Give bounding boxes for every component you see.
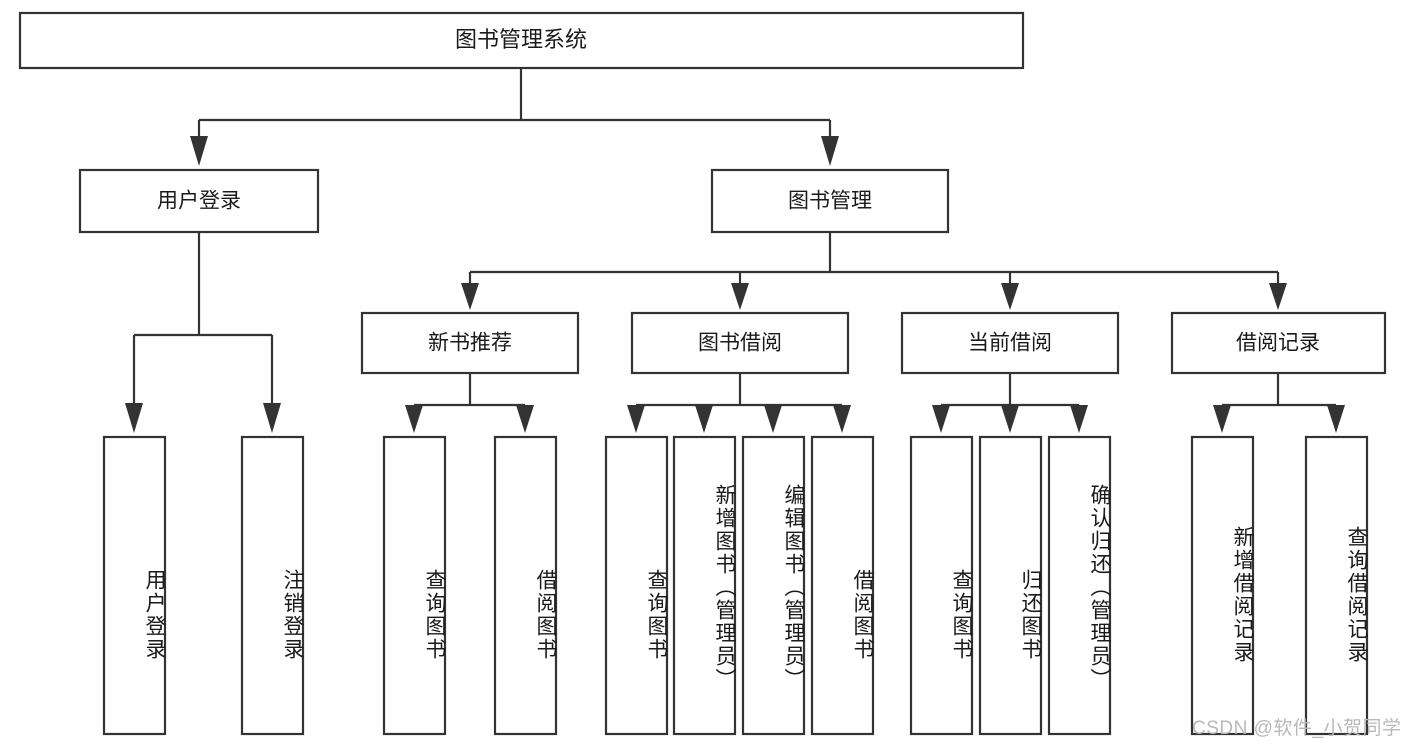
arrow-leaf-query-book-3	[932, 405, 950, 433]
edges-new-book-recommend-to-leaves	[405, 373, 534, 433]
leaf-query-book-3-box[interactable]	[909, 435, 974, 736]
node-book-manage-label: 图书管理	[788, 190, 872, 213]
leaf-query-book-2-box[interactable]	[604, 435, 669, 736]
edges-book-borrow-to-leaves	[627, 373, 851, 433]
node-current-borrow[interactable]: 当前借阅	[900, 311, 1120, 375]
node-current-borrow-box[interactable]	[900, 311, 1120, 375]
arrow-leaf-borrow-book-1	[516, 405, 534, 433]
arrow-to-current-borrow	[1001, 283, 1019, 310]
node-user-login[interactable]: 用户登录	[78, 168, 320, 234]
arrow-leaf-confirm-return	[1070, 405, 1088, 433]
leaf-borrow-book-1-box[interactable]	[493, 435, 558, 736]
arrow-to-user-login	[190, 136, 208, 166]
leaf-borrow-book-2-box[interactable]	[810, 435, 875, 736]
leaf-confirm-return-box[interactable]	[1047, 435, 1112, 736]
arrow-leaf-user-login	[125, 403, 143, 433]
node-book-manage[interactable]: 图书管理	[710, 168, 950, 234]
edges-user-login-to-leaves	[125, 232, 281, 433]
leaf-edit-book-box[interactable]	[741, 435, 806, 736]
edges-borrow-record-to-leaves	[1213, 373, 1345, 433]
arrow-leaf-return-book	[1001, 405, 1019, 433]
edges-book-manage-to-level3	[461, 232, 1287, 310]
node-user-login-label: 用户登录	[157, 190, 241, 213]
node-user-login-box[interactable]	[78, 168, 320, 234]
node-borrow-record-box[interactable]	[1170, 311, 1387, 375]
arrow-leaf-logout-login	[263, 403, 281, 433]
arrow-leaf-query-record	[1327, 405, 1345, 433]
edges-current-borrow-to-leaves	[932, 373, 1088, 433]
node-new-book-recommend[interactable]: 新书推荐	[360, 311, 580, 375]
leaf-add-book-box[interactable]	[672, 435, 737, 736]
node-book-borrow-label: 图书借阅	[698, 332, 782, 355]
arrow-leaf-query-book-1	[405, 405, 423, 433]
leaf-boxes	[102, 435, 1369, 736]
arrow-leaf-add-record	[1213, 405, 1231, 433]
node-borrow-record-label: 借阅记录	[1236, 332, 1320, 355]
arrow-leaf-edit-book	[764, 405, 782, 433]
arrow-to-new-book-recommend	[461, 283, 479, 310]
node-root-label: 图书管理系统	[455, 27, 587, 52]
leaf-query-record-box[interactable]	[1304, 435, 1369, 736]
node-book-borrow[interactable]: 图书借阅	[630, 311, 850, 375]
arrow-leaf-add-book	[695, 405, 713, 433]
arrow-leaf-borrow-book-2	[833, 405, 851, 433]
arrow-to-book-borrow	[731, 283, 749, 310]
node-new-book-recommend-label: 新书推荐	[428, 332, 512, 355]
arrow-leaf-query-book-2	[627, 405, 645, 433]
leaf-return-book-box[interactable]	[978, 435, 1043, 736]
node-new-book-recommend-box[interactable]	[360, 311, 580, 375]
leaf-query-book-1-box[interactable]	[382, 435, 447, 736]
edges-root-to-level2	[190, 68, 839, 166]
node-current-borrow-label: 当前借阅	[968, 332, 1052, 355]
node-borrow-record[interactable]: 借阅记录	[1170, 311, 1387, 375]
leaf-add-record-box[interactable]	[1190, 435, 1255, 736]
leaf-user-login-box[interactable]	[102, 435, 167, 736]
node-book-manage-box[interactable]	[710, 168, 950, 234]
node-root[interactable]: 图书管理系统	[18, 11, 1025, 70]
node-root-box[interactable]	[18, 11, 1025, 70]
node-book-borrow-box[interactable]	[630, 311, 850, 375]
arrow-to-borrow-record	[1269, 283, 1287, 310]
leaf-logout-login-box[interactable]	[240, 435, 305, 736]
csdn-watermark: CSDN @软件_小贺同学	[1192, 718, 1402, 739]
arrow-to-book-manage	[821, 136, 839, 166]
